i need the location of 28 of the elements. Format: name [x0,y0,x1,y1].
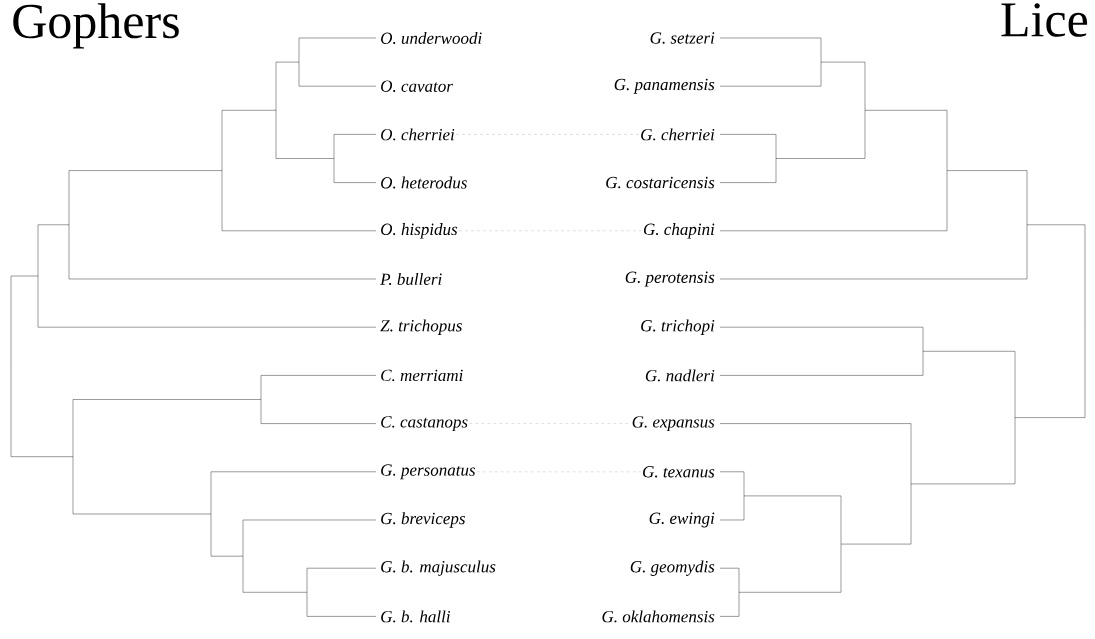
taxon-label: G. trichopi [641,319,715,335]
taxon-label: G. breviceps [381,512,465,528]
taxon-label: O. cherriei [381,128,455,141]
tree-title: Lice [1001,3,1088,37]
taxon-label: G. panamensis [614,78,715,94]
taxon-label: G. expansus [632,416,715,432]
taxon-label: G. b. majusculus [381,560,496,576]
taxon-label: G. chapini [644,223,715,239]
taxon-label: G. nadleri [645,369,715,382]
taxon-label: O. hispidus [381,223,458,239]
taxon-label: G. setzeri [650,32,715,44]
taxon-label: O. cavator [381,80,453,92]
taxon-label: Z. trichopus [380,319,462,335]
taxon-label: G. ewingi [649,512,715,528]
taxon-label: G. texanus [643,466,715,478]
taxon-label: G. perotensis [625,271,715,287]
taxon-label: G. cherriei [641,128,715,141]
taxon-label: G. oklahomensis [602,610,715,623]
taxon-label: G. costaricensis [606,176,715,189]
taxon-label: G. b. halli [381,610,451,623]
taxon-label: G. geomydis [630,560,715,576]
tree-title: Gophers [13,3,179,49]
taxon-label: C. castanops [381,416,468,432]
taxon-label: O. underwoodi [381,32,482,44]
taxon-label: G. personatus [381,464,476,480]
taxon-label: C. merriami [381,369,463,382]
taxon-label: O. heterodus [381,176,467,189]
taxon-label: P. bulleri [380,273,442,285]
